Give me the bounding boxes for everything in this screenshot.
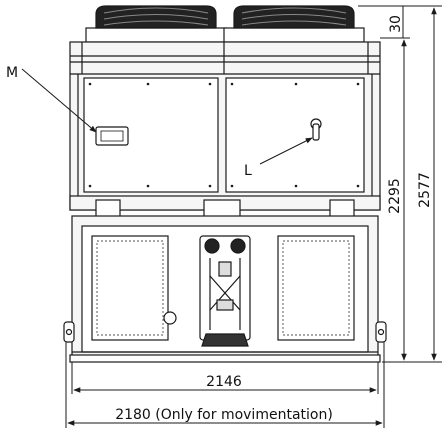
callout-m-label: M [6,65,18,81]
dim-height-inner: 2295 [387,178,403,214]
dim-width-inner: 2146 [206,374,242,390]
panel-right [225,77,365,193]
fan-right [223,5,365,43]
callout-l-label: L [244,163,252,179]
mid-band [69,195,381,219]
dim-top-offset: 30 [388,15,404,33]
lower-right-opening [277,235,355,341]
fan-left [85,5,227,43]
pump-assembly [199,235,251,347]
callout-m: M [6,65,97,133]
lower-left-opening [91,235,177,341]
panel-screws [88,82,360,188]
dimension-lines-vertical [358,5,442,363]
lifting-lug-left [63,321,75,343]
dim-width-total: 2180 (Only for movimentation) [115,407,333,423]
dim-height-total: 2577 [417,172,433,208]
panel-left [83,77,219,193]
callout-l: L [244,137,313,179]
dimension-lines-horizontal [65,342,385,428]
lifting-lug-right [375,321,387,343]
